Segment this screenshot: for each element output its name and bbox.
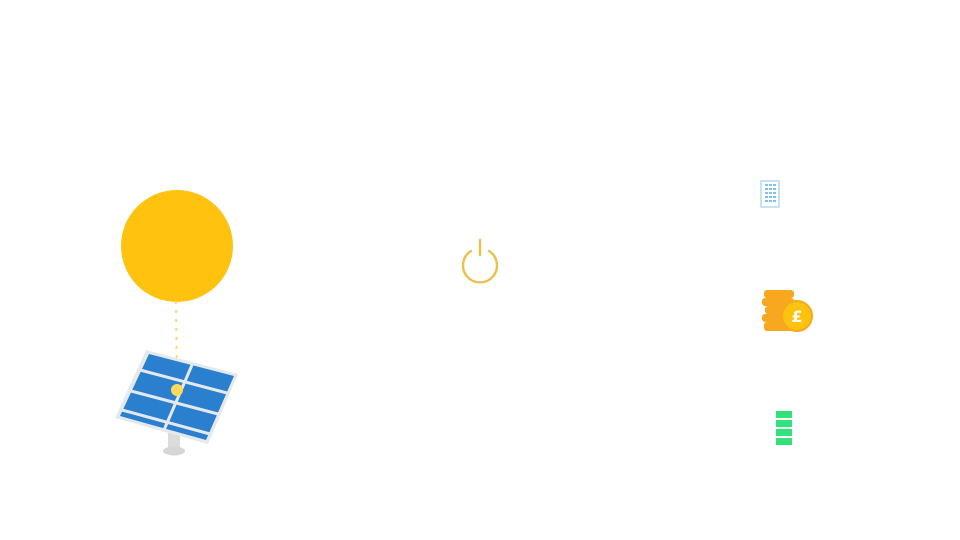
coin-disc (781, 300, 813, 332)
solar-panel-icon (115, 350, 238, 456)
power-icon (461, 238, 499, 284)
pound-coin-stack-icon: £ (762, 290, 813, 332)
solar-panel-base (163, 446, 185, 456)
sun-disc (121, 190, 233, 302)
power-icon-ring (461, 249, 499, 284)
sun-icon (121, 190, 233, 302)
solar-panel-grid-line (162, 364, 194, 431)
sun-ray-hit-point (171, 384, 183, 396)
battery-icon (776, 411, 792, 445)
coin-stack (762, 290, 794, 331)
building-icon (760, 180, 780, 208)
battery-cells (776, 411, 792, 445)
coin-currency-symbol: £ (791, 307, 802, 326)
building-windows (765, 184, 776, 202)
